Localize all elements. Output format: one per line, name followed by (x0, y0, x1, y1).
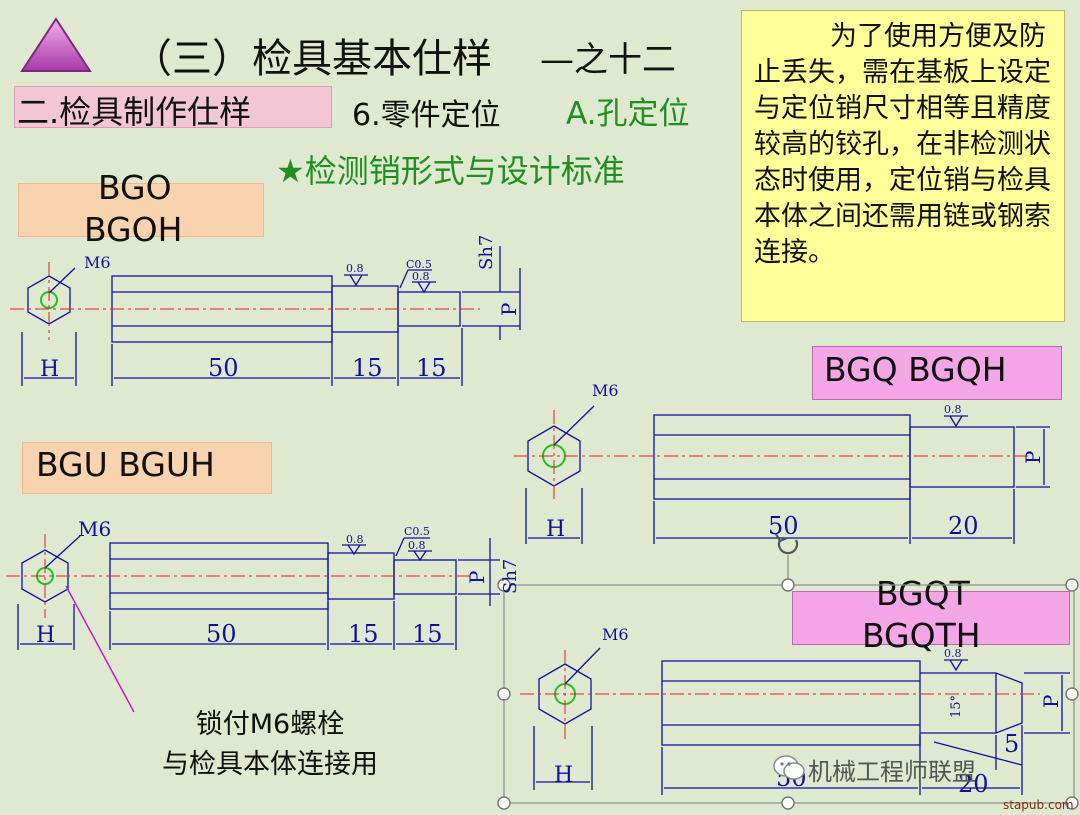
bgo-sh7-dim: Sh7 (476, 235, 497, 270)
bgu-m6-label: M6 (78, 517, 111, 541)
bgu-15a-dim: 15 (348, 620, 379, 648)
parts-positioning-label: 6.零件定位 (352, 98, 501, 133)
subtitle: ★检测销形式与设计标准 (276, 152, 625, 190)
triangle-bullet-icon (20, 17, 92, 72)
note-box: 为了使用方便及防止丢失，需在基板上设定与定位销尺寸相等且精度较高的铰孔，在非检测… (741, 10, 1065, 322)
bgu-p-dim: P (465, 571, 489, 584)
rotate-handle-icon (775, 533, 799, 555)
bgu-sh7-dim: Sh7 (500, 559, 521, 594)
bgo-p-dim: P (497, 303, 521, 316)
bgo-50-dim: 50 (208, 354, 239, 382)
bgu-label-box (22, 442, 272, 494)
bgq-h-dim: H (546, 517, 565, 542)
selection-handles (497, 578, 1079, 810)
section-label: 二.检具制作仕样 (17, 93, 252, 131)
bgo-15a-dim: 15 (352, 354, 383, 382)
bgq-m6-label: M6 (592, 381, 619, 400)
bgqt-label: BGQT (876, 574, 970, 613)
bgq-label-box (812, 346, 1062, 400)
bgu-15b-dim: 15 (412, 620, 443, 648)
bgo-label-box (18, 183, 264, 237)
bgu-label: BGU BGUH (36, 445, 215, 484)
bgu-50-dim: 50 (206, 620, 237, 648)
bgo-roughness-2: 0.8 (412, 270, 430, 283)
bgu-chamfer: C0.5 (404, 525, 430, 538)
bgq-p-dim: P (1021, 451, 1045, 464)
bgu-roughness-2: 0.8 (408, 539, 426, 552)
bgo-pin-drawing (21, 246, 521, 386)
bgqt-h-dim: H (554, 763, 573, 788)
section-label-box: 二.检具制作仕样 (14, 86, 332, 131)
source-url: stapub.com (1003, 798, 1074, 812)
bgu-roughness-1: 0.8 (346, 533, 364, 546)
bgo-roughness-1: 0.8 (346, 262, 364, 275)
bgu-pin-drawing (17, 535, 500, 650)
bgo-chamfer: C0.5 (406, 258, 432, 271)
note-text: 为了使用方便及防止丢失，需在基板上设定与定位销尺寸相等且精度较高的铰孔，在非检测… (754, 21, 1051, 268)
lock-note: 锁付M6螺栓 与检具本体连接用 (162, 705, 378, 785)
bgqt-label-box (792, 591, 1070, 645)
bgqt-p-dim: P (1039, 695, 1063, 708)
bgu-h-dim: H (36, 623, 55, 648)
bgq-20-dim: 20 (948, 512, 979, 540)
bgqt-angle-dim: 15° (949, 695, 964, 718)
watermark-text: 机械工程师联盟 (808, 758, 976, 786)
bgq-label: BGQ BGQH (824, 350, 1007, 389)
wechat-icon (773, 755, 805, 780)
bgoh-label: BGOH (84, 210, 183, 249)
bgo-h-dim: H (40, 357, 59, 382)
hole-positioning-label: A.孔定位 (566, 96, 690, 132)
bgqt-20-dim: 20 (958, 770, 989, 798)
lock-note-line-2: 与检具本体连接用 (162, 749, 378, 780)
bgqt-m6-label: M6 (602, 625, 629, 644)
bgo-15b-dim: 15 (416, 354, 447, 382)
bgo-label: BGO (98, 168, 172, 207)
bgqt-roughness: 0.8 (944, 647, 962, 660)
bgqth-label: BGQTH (862, 616, 981, 655)
lock-note-line-1: 锁付M6螺栓 (195, 709, 345, 740)
bgqt-5-dim: 5 (1004, 730, 1019, 758)
page-title: （三）检具基本仕样 (132, 36, 492, 82)
bgo-m6-label: M6 (84, 253, 111, 272)
bgq-roughness: 0.8 (944, 403, 962, 416)
page-title-suffix: —之十二 (540, 40, 676, 80)
bgq-50-dim: 50 (768, 512, 799, 540)
